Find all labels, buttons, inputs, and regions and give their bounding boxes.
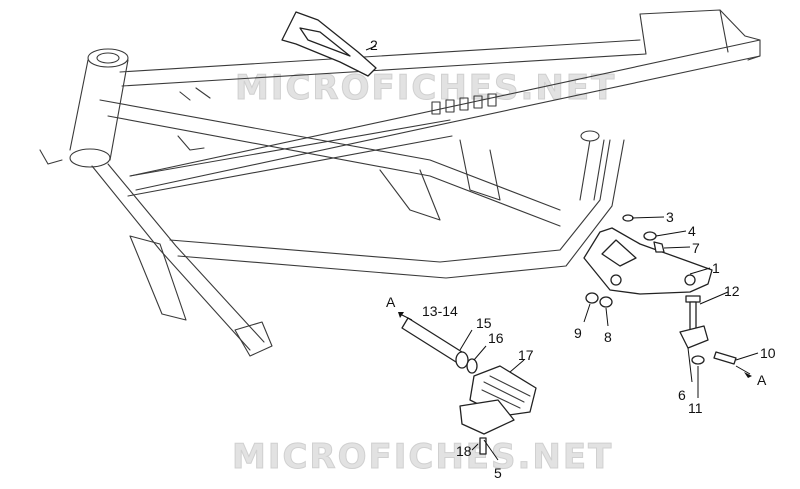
callout-12: 12: [724, 283, 740, 299]
callout-18: 18: [456, 443, 472, 459]
arrow-a-left: A: [386, 294, 413, 321]
arrow-a-left-label: A: [386, 294, 396, 310]
arrow-a-right-label: A: [757, 372, 767, 388]
watermark-bottom: MICROFICHES.NET: [232, 437, 613, 477]
callout-7: 7: [692, 240, 700, 256]
callout-17: 17: [518, 347, 534, 363]
callout-15: 15: [476, 315, 492, 331]
leader-lines: [365, 45, 759, 461]
callout-11: 11: [688, 400, 703, 416]
motorcycle-frame: [39, 9, 761, 357]
callout-4: 4: [688, 223, 696, 239]
steering-head: [39, 48, 129, 168]
callout-10: 10: [760, 345, 776, 361]
callout-1: 1: [712, 260, 720, 276]
watermark-top: MICROFICHES.NET: [235, 68, 616, 108]
callout-2: 2: [370, 37, 378, 53]
bracket-upper: [281, 11, 377, 77]
arrow-a-right: A: [735, 365, 767, 388]
callout-8: 8: [604, 329, 612, 345]
callout-13-14: 13-14: [422, 303, 458, 319]
callout-labels: 2 1 3 4 7 12 9 8 10 6 11 13-14 15 16 17 …: [370, 37, 776, 481]
callout-6: 6: [678, 387, 686, 403]
callout-5: 5: [494, 465, 502, 481]
hardware-upper-right: [585, 214, 737, 365]
footrest-bracket: [583, 227, 713, 295]
frame-slots: [431, 93, 497, 115]
callout-16: 16: [488, 330, 504, 346]
footrest-assembly: [401, 317, 537, 455]
callout-3: 3: [666, 209, 674, 225]
callout-9: 9: [574, 325, 582, 341]
